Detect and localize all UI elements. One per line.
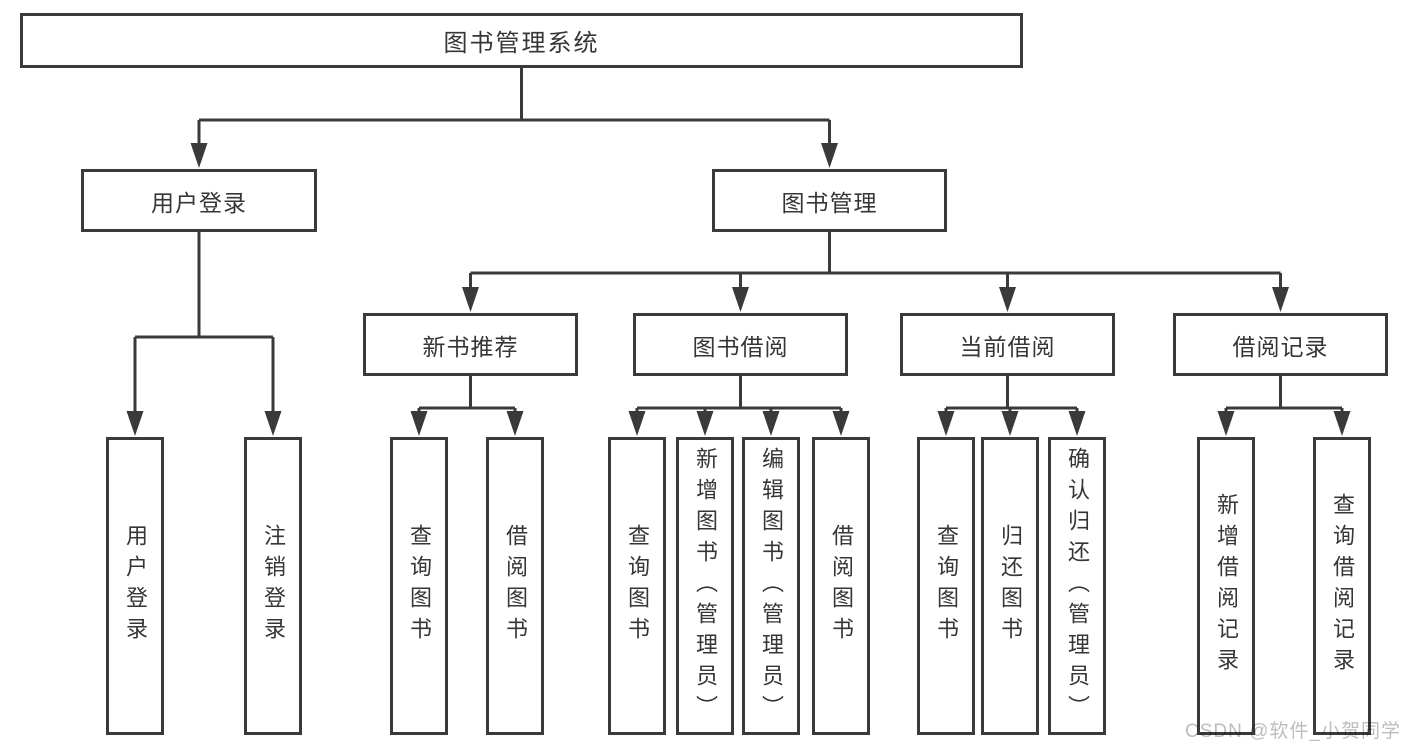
leaf-query-books-current-label: 查询图书 (934, 524, 959, 648)
leaf-confirm-return-admin: 确认归还（管理员） (1048, 437, 1106, 735)
leaf-add-borrow-record-label: 新增借阅记录 (1214, 493, 1239, 679)
leaf-return-books-label: 归还图书 (998, 524, 1023, 648)
leaf-user-login-label: 用户登录 (123, 524, 148, 648)
node-borrow-records: 借阅记录 (1173, 313, 1388, 376)
node-root: 图书管理系统 (20, 13, 1023, 68)
node-new-book-recommend: 新书推荐 (363, 313, 578, 376)
leaf-query-books-borrow-label: 查询图书 (625, 524, 650, 648)
leaf-query-books-current: 查询图书 (917, 437, 975, 735)
leaf-borrow-books-label: 借阅图书 (829, 524, 854, 648)
leaf-confirm-return-admin-label: 确认归还（管理员） (1065, 446, 1090, 726)
leaf-add-books-admin-label: 新增图书（管理员） (693, 446, 718, 726)
leaf-query-borrow-record: 查询借阅记录 (1313, 437, 1371, 735)
leaf-query-borrow-record-label: 查询借阅记录 (1330, 493, 1355, 679)
leaf-edit-books-admin: 编辑图书（管理员） (742, 437, 800, 735)
leaf-logout-label: 注销登录 (261, 524, 286, 648)
leaf-edit-books-admin-label: 编辑图书（管理员） (759, 446, 784, 726)
node-user-login: 用户登录 (81, 169, 317, 232)
node-book-management: 图书管理 (712, 169, 947, 232)
leaf-borrow-books-recommend-label: 借阅图书 (503, 524, 528, 648)
csdn-watermark: CSDN @软件_小贺同学 (1185, 721, 1401, 742)
leaf-query-books-recommend: 查询图书 (390, 437, 448, 735)
leaf-add-books-admin: 新增图书（管理员） (676, 437, 734, 735)
leaf-query-books-recommend-label: 查询图书 (407, 524, 432, 648)
node-book-borrow: 图书借阅 (633, 313, 848, 376)
leaf-add-borrow-record: 新增借阅记录 (1197, 437, 1255, 735)
leaf-user-login: 用户登录 (106, 437, 164, 735)
node-current-borrow: 当前借阅 (900, 313, 1115, 376)
leaf-logout: 注销登录 (244, 437, 302, 735)
leaf-query-books-borrow: 查询图书 (608, 437, 666, 735)
leaf-return-books: 归还图书 (981, 437, 1039, 735)
leaf-borrow-books-recommend: 借阅图书 (486, 437, 544, 735)
leaf-borrow-books: 借阅图书 (812, 437, 870, 735)
